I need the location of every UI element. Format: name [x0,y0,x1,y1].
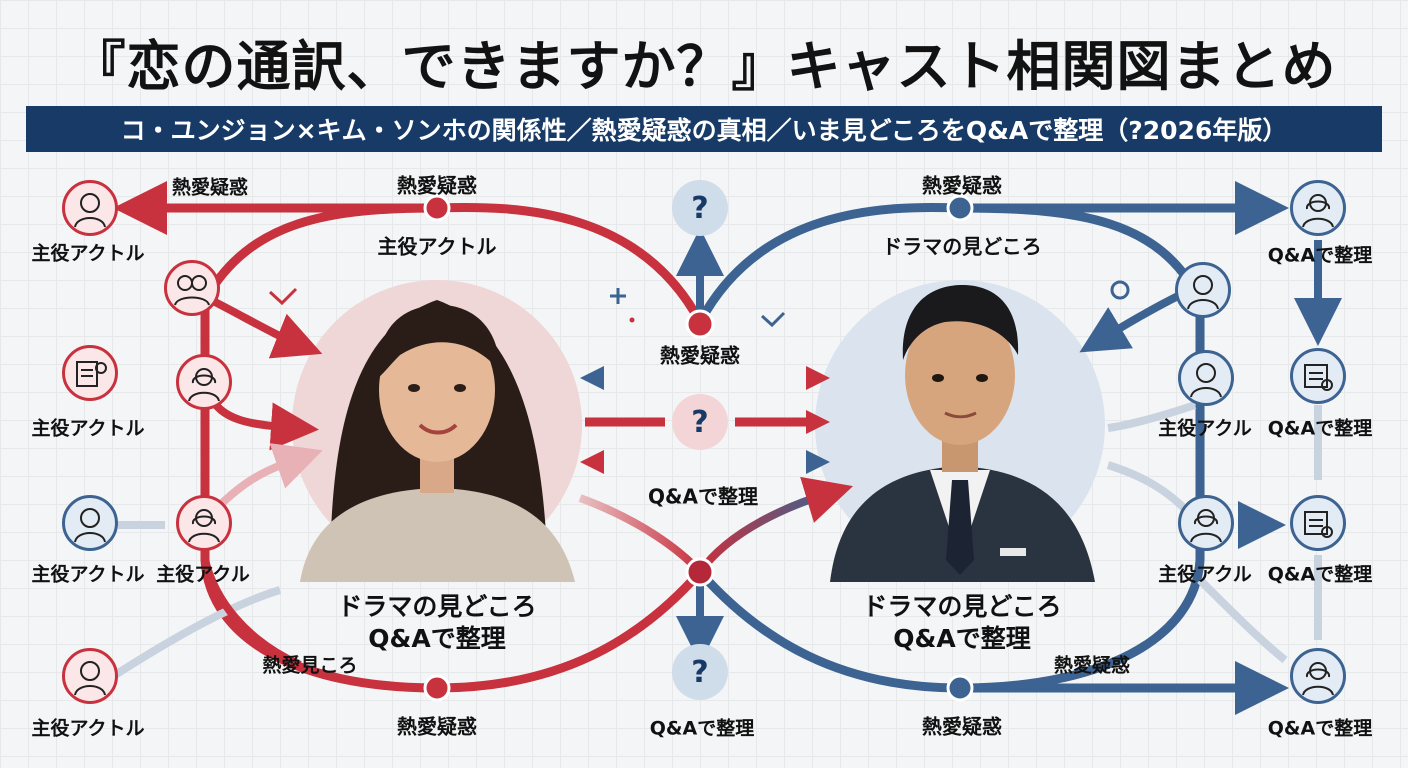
question-mark-bottom: ? [691,654,709,690]
center-bottom-label: Q&Aで整理 [648,484,758,509]
left-node-1-man-avatar-icon[interactable] [62,180,118,236]
question-bubble-top[interactable]: ? [672,180,728,236]
top-left-upper-label: 熱愛疑惑 [397,173,477,198]
junction-dot-top-right [946,194,974,222]
right-person-caption-line2: Q&Aで整理 [893,624,1031,653]
check-mark-decor-right [760,311,786,328]
left-person-caption: ドラマの見どころ Q&Aで整理 [337,591,536,655]
junction-dot-top-left [423,194,451,222]
right-blue-loop [696,202,1205,693]
left-node-4-woman-avatar-icon[interactable] [176,354,232,410]
top-left-lower-label: 主役アクトル [377,234,497,259]
right-node-3-label: 主役アクル [1158,417,1252,440]
bottom-left-upper-label: 熱愛見ころ [262,654,358,677]
junction-dot-center-top [685,309,715,339]
left-red-loop [200,202,704,693]
junction-dot-bottom-left [423,674,451,702]
page-title: 『恋の通訳、できますか？』キャスト相関図まとめ [71,35,1337,98]
left-node-2-group-avatar-icon[interactable] [164,260,220,316]
right-node-6-document-icon[interactable] [1290,495,1346,551]
right-node-1-label: Q&Aで整理 [1267,244,1373,267]
junction-dot-bottom-right [946,674,974,702]
left-node-3-document-icon[interactable] [62,345,118,401]
left-person-caption-line1: ドラマの見どころ [337,592,537,621]
left-node-6-label: 主役アクル [156,563,250,586]
junction-dot-center-bottom [685,557,715,587]
cross-curve-right [696,476,853,575]
right-node-4-document-icon[interactable] [1290,348,1346,404]
link-right-bottom [1197,577,1288,664]
top-arrow-left-label: 熱愛疑惑 [171,176,249,199]
right-node-1-woman-avatar-icon[interactable] [1290,180,1346,236]
arrow-left-to-portrait-1 [213,298,323,359]
right-node-7-label: Q&Aで整理 [1267,717,1373,740]
left-node-6-woman-avatar-icon[interactable] [176,495,232,551]
left-node-5-label: 主役アクトル [31,563,145,586]
right-node-5-label: 主役アクル [1158,563,1252,586]
right-person-caption-line1: ドラマの見どころ [862,592,1062,621]
right-node-7-woman-avatar-icon[interactable] [1290,648,1346,704]
subtitle-text: コ・ユンジョン×キム・ソンホの関係性／熱愛疑惑の真相／いま見どころをQ&Aで整理… [120,116,1288,145]
bottom-right-upper-label: 熱愛疑惑 [1053,654,1131,677]
top-right-lower-label: ドラマの見どころ [882,234,1042,259]
right-node-5-woman-avatar-icon[interactable] [1178,495,1234,551]
link-right-2 [1107,401,1197,432]
question-mark-top: ? [691,190,709,226]
arrow-left-to-portrait-3 [212,443,323,513]
subtitle-bar: コ・ユンジョン×キム・ソンホの関係性／熱愛疑惑の真相／いま見どころをQ&Aで整理… [26,106,1382,152]
arrow-right-to-portrait [1079,291,1182,353]
center-top-label: 熱愛疑惑 [660,343,740,368]
man-portrait-icon [830,285,1095,582]
right-person-caption: ドラマの見どころ Q&Aで整理 [862,591,1061,655]
right-node-2-man-avatar-icon[interactable] [1175,262,1231,318]
search-decor-icon [1110,280,1130,300]
bottom-q-label: Q&Aで整理 [649,717,755,740]
left-person-caption-line2: Q&Aで整理 [368,624,506,653]
plus-decor [610,288,626,304]
right-node-4-label: Q&Aで整理 [1267,417,1373,440]
link-bottom-left [112,586,282,679]
woman-portrait-icon [300,300,575,582]
right-node-3-man-avatar-icon[interactable] [1178,350,1234,406]
question-bubble-center[interactable]: ? [672,394,728,450]
left-node-1-label: 主役アクトル [31,242,145,265]
top-right-upper-label: 熱愛疑惑 [922,173,1002,198]
question-mark-center: ? [691,404,709,440]
left-node-5-man-avatar-icon[interactable] [62,495,118,551]
left-node-7-label: 主役アクトル [31,717,145,740]
bottom-left-lower-label: 熱愛疑惑 [397,714,477,739]
right-node-6-label: Q&Aで整理 [1267,563,1373,586]
check-mark-decor [268,287,298,306]
left-lower-curve [201,559,302,669]
question-bubble-bottom[interactable]: ? [672,644,728,700]
left-node-7-man-avatar-icon[interactable] [62,648,118,704]
bottom-right-lower-label: 熱愛疑惑 [922,714,1002,739]
left-node-3-label: 主役アクトル [31,417,145,440]
